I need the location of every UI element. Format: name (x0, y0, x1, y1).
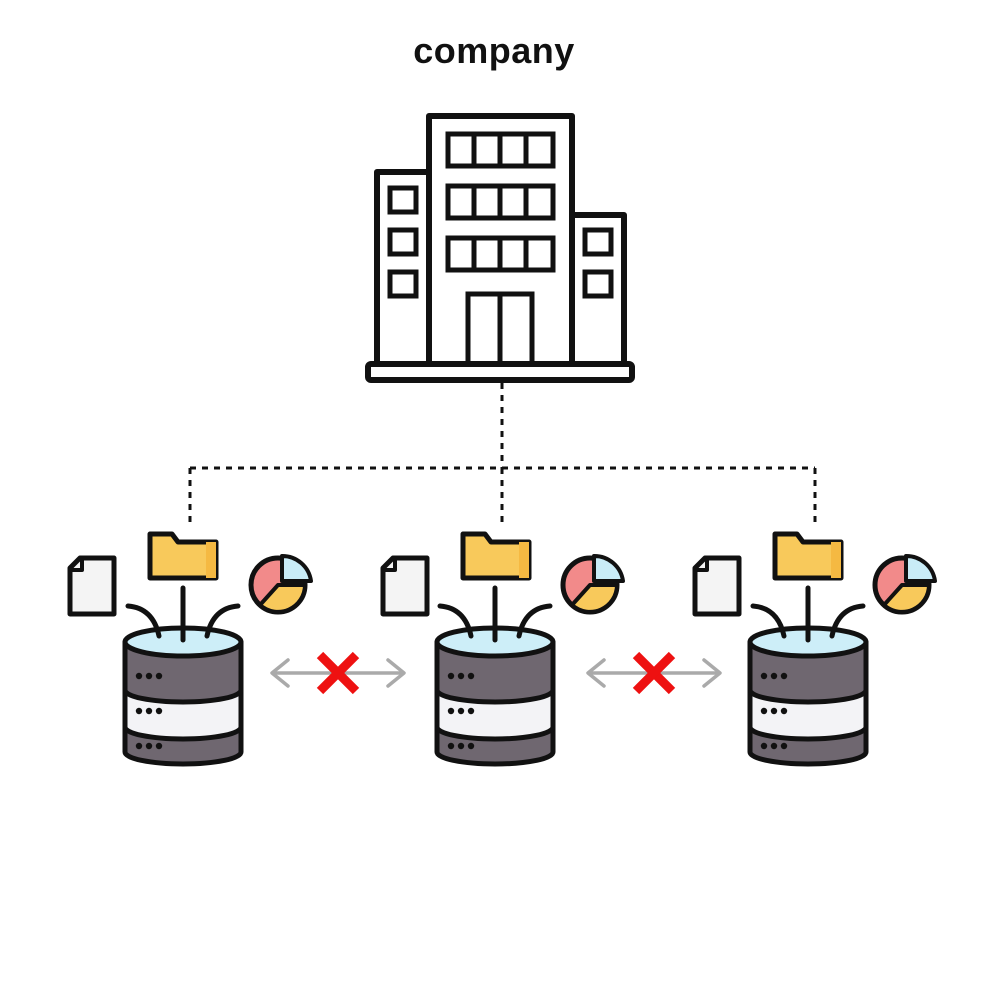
database-server-icon (125, 588, 241, 764)
database-server-icon (750, 588, 866, 764)
diagram-title: company (413, 30, 575, 71)
database-node-2 (383, 534, 623, 764)
office-building-icon (365, 113, 635, 383)
database-node-1 (70, 534, 311, 764)
folder-icon (463, 534, 529, 578)
pie-chart-icon (251, 556, 311, 612)
database-node-3 (695, 534, 935, 764)
document-icon (70, 558, 114, 614)
hierarchy-connectors (188, 383, 817, 528)
folder-icon (150, 534, 216, 578)
document-icon (383, 558, 427, 614)
blocked-link-1-2 (272, 655, 404, 691)
pie-chart-icon (875, 556, 935, 612)
database-server-icon (437, 588, 553, 764)
blocked-link-2-3 (588, 655, 720, 691)
pie-chart-icon (563, 556, 623, 612)
document-icon (695, 558, 739, 614)
folder-icon (775, 534, 841, 578)
